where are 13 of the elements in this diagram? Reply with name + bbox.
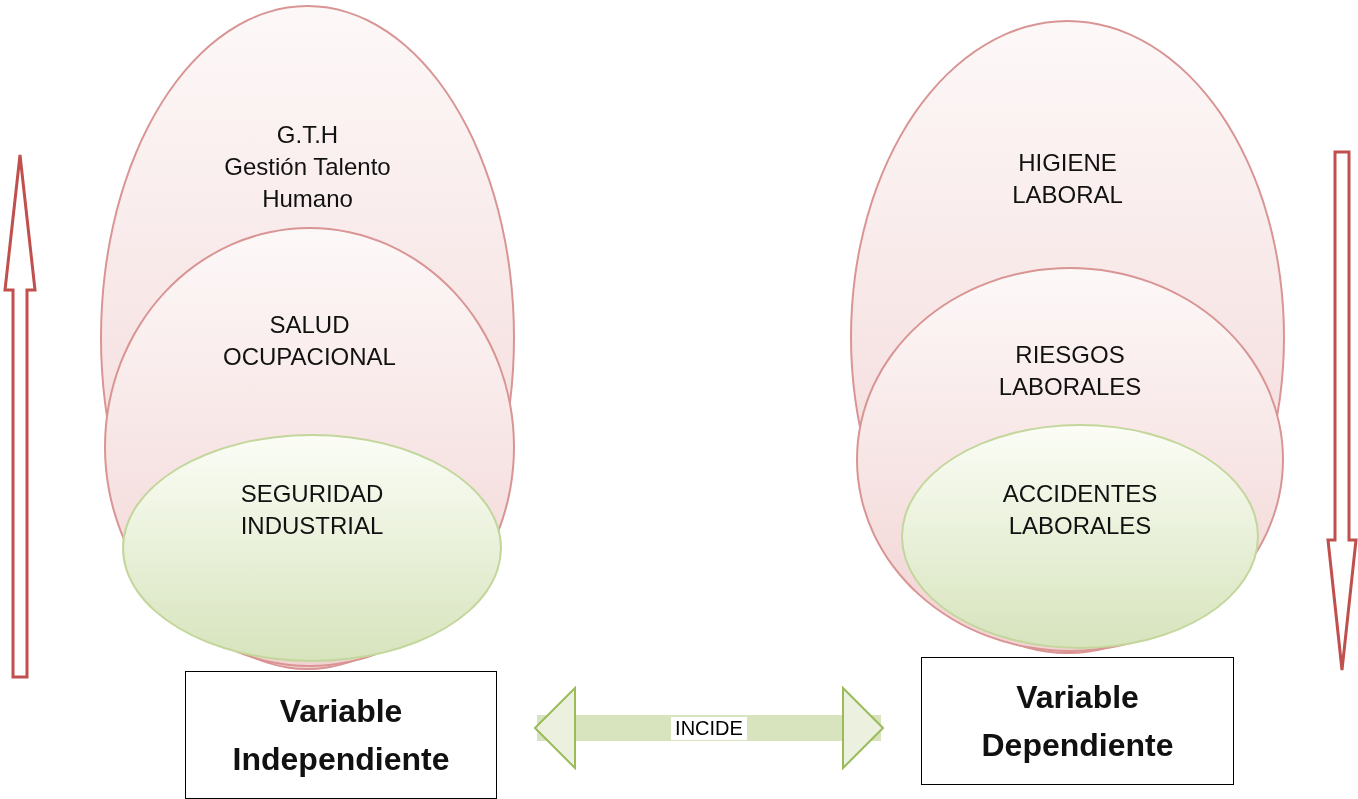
node-label: HIGIENE LABORAL (1011, 148, 1124, 210)
node-label: RIESGOS LABORALES (997, 340, 1143, 402)
double-arrow (534, 687, 884, 769)
edge-label: INCIDE (671, 716, 747, 740)
text-box (185, 671, 497, 799)
node-label: SALUD OCUPACIONAL (222, 310, 397, 372)
node-label: ACCIDENTES LABORALES (1001, 479, 1159, 541)
node-label: Variable Independiente (231, 692, 451, 779)
node-label: G.T.H (276, 120, 339, 150)
node-label: SEGURIDAD INDUSTRIAL (239, 479, 385, 541)
node-label: Gestión Talento Humano (223, 152, 392, 214)
node-label: Variable Dependiente (980, 678, 1175, 765)
text-box (921, 657, 1234, 785)
